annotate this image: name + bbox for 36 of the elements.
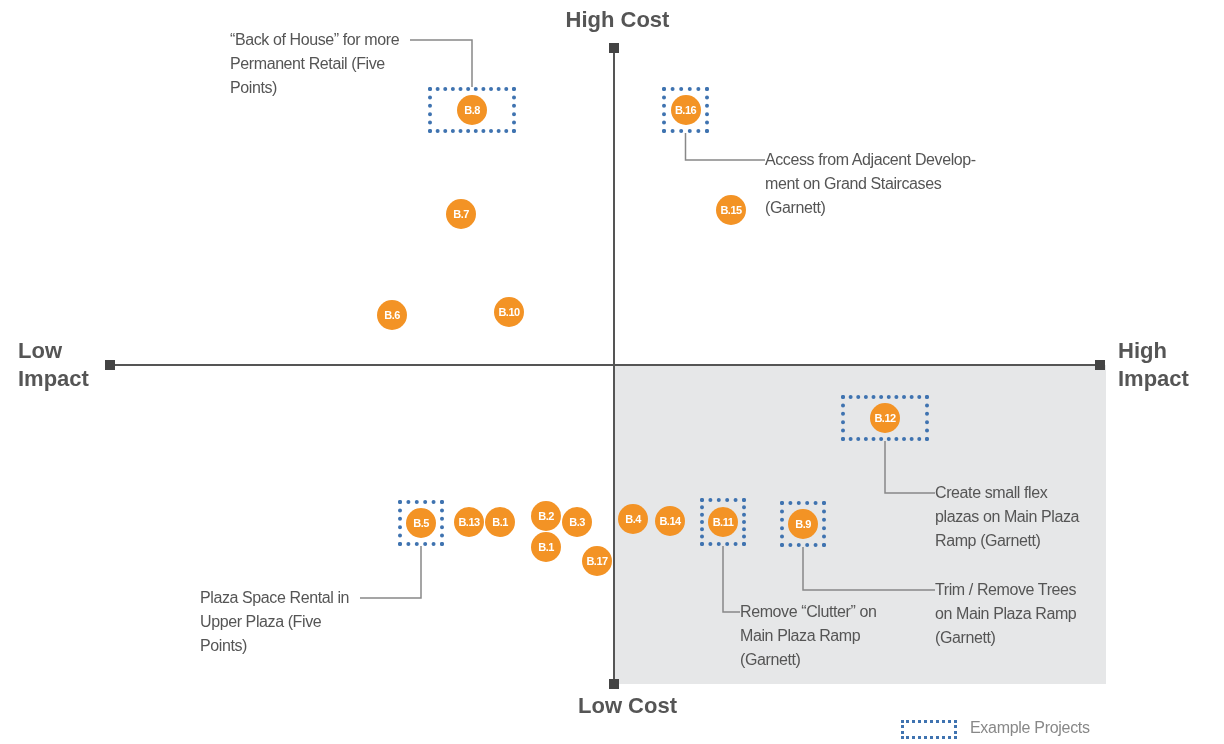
callout-text: Remove “Clutter” on Main Plaza Ramp (Garnett)	[740, 600, 910, 672]
example-project-frame	[662, 87, 709, 133]
leader-line	[722, 545, 741, 613]
callout-text: Plaza Space Rental in Upper Plaza (Five Points)	[200, 586, 360, 658]
project-circle: B.2	[531, 501, 561, 531]
project-circle: B.3	[562, 507, 592, 537]
callout-text: “Back of House” for more Permanent Retail (Five Points)	[230, 28, 410, 100]
example-project-frame	[398, 500, 444, 546]
project-circle: B.5	[406, 508, 436, 538]
project-circle: B.15	[716, 195, 746, 225]
callout-text: Trim / Remove Trees on Main Plaza Ramp (Garnett)	[935, 578, 1085, 650]
project-circle: B.6	[377, 300, 407, 330]
project-circle: B.1	[485, 507, 515, 537]
legend-text: Example Projects	[970, 719, 1090, 737]
project-circle: B.16	[670, 95, 701, 125]
example-project-frame	[780, 501, 826, 547]
leader-line	[884, 440, 936, 494]
project-circle: B.8	[457, 95, 487, 125]
leader-line	[409, 39, 473, 88]
example-project-frame	[428, 87, 516, 133]
example-project-frame	[841, 395, 929, 441]
axis-label: Low Impact	[18, 337, 90, 393]
project-circle: B.10	[494, 297, 524, 327]
project-circle: B.17	[582, 546, 612, 576]
callout-text: Create small flex plazas on Main Plaza Ramp (Garnett)	[935, 481, 1093, 553]
project-circle: B.7	[446, 199, 476, 229]
example-project-frame	[700, 498, 746, 546]
axis-label: High Cost	[564, 6, 671, 34]
project-circle: B.13	[454, 507, 484, 537]
leader-line	[802, 546, 936, 591]
leader-line	[359, 545, 422, 599]
leader-line	[684, 132, 766, 161]
project-circle: B.1	[531, 532, 561, 562]
axis-label: Low Cost	[577, 692, 678, 720]
callout-text: Access from Adjacent Develop- ment on Grand Staircases (Garnett)	[765, 148, 990, 220]
axis-label: High Impact	[1118, 337, 1190, 393]
